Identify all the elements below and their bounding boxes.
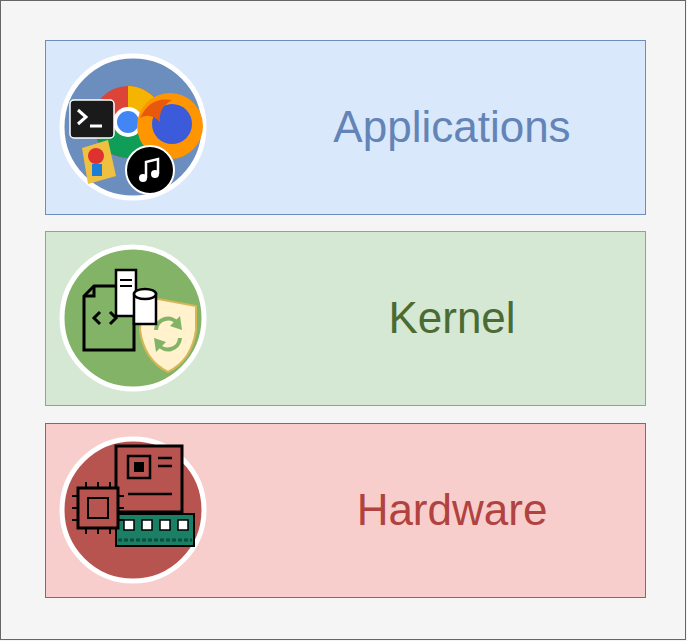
hardware-icon	[62, 439, 204, 581]
kernel-icon	[62, 247, 204, 389]
layer-band: Kernel	[45, 231, 646, 406]
layer-label: Applications	[333, 103, 570, 151]
layer-label: Kernel	[388, 294, 515, 342]
band-fill	[46, 424, 646, 598]
layer-band: Hardware	[45, 423, 646, 598]
band-fill	[46, 232, 646, 406]
layer-label: Hardware	[357, 486, 548, 534]
applications-icon	[62, 56, 204, 198]
layer-band: Applications	[45, 40, 646, 215]
band-fill	[46, 41, 646, 215]
